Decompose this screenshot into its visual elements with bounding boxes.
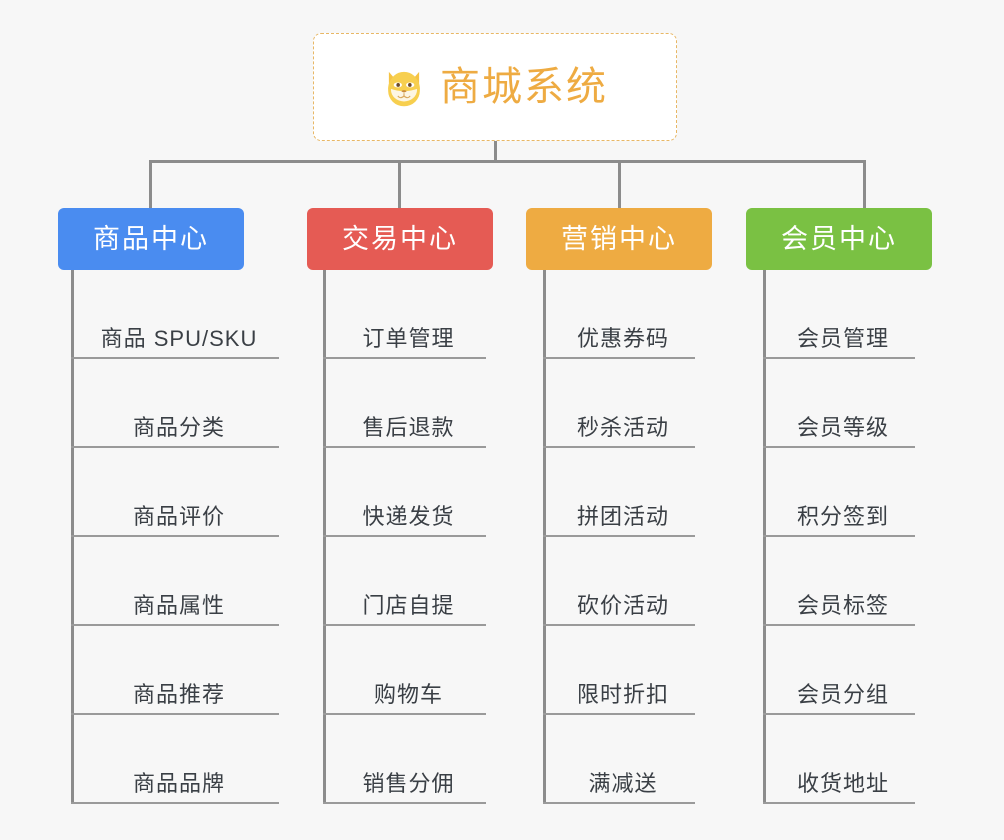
- leaf-list-member-center: 会员管理 会员等级 积分签到 会员标签 会员分组 收货地址: [763, 270, 915, 804]
- category-header-trade-center[interactable]: 交易中心: [307, 208, 493, 270]
- leaf-label: 商品分类: [132, 414, 225, 440]
- leaf-label: 砍价活动: [576, 592, 669, 618]
- leaf-label: 拼团活动: [576, 503, 669, 529]
- leaf-list-product-center: 商品 SPU/SKU 商品分类 商品评价 商品属性 商品推荐 商品品牌: [71, 270, 279, 804]
- leaf-label: 满减送: [588, 770, 658, 796]
- leaf-item[interactable]: 收货地址: [763, 715, 915, 804]
- connector-horizontal-bar: [149, 160, 866, 163]
- category-header-product-center[interactable]: 商品中心: [58, 208, 244, 270]
- connector-drop-2: [398, 160, 401, 208]
- category-label: 商品中心: [93, 223, 209, 254]
- leaf-label: 秒杀活动: [576, 414, 669, 440]
- root-node-shop-system[interactable]: 商城系统: [313, 33, 677, 141]
- leaf-label: 收货地址: [796, 770, 889, 796]
- leaf-item[interactable]: 秒杀活动: [543, 359, 695, 448]
- leaf-item[interactable]: 订单管理: [323, 270, 486, 359]
- leaf-label: 会员管理: [796, 325, 889, 351]
- leaf-item[interactable]: 会员分组: [763, 626, 915, 715]
- leaf-item[interactable]: 快递发货: [323, 448, 486, 537]
- leaf-label: 门店自提: [362, 592, 455, 618]
- leaf-label: 商品推荐: [132, 681, 225, 707]
- leaf-item[interactable]: 商品属性: [71, 537, 279, 626]
- category-header-member-center[interactable]: 会员中心: [746, 208, 932, 270]
- leaf-item[interactable]: 积分签到: [763, 448, 915, 537]
- leaf-item[interactable]: 满减送: [543, 715, 695, 804]
- category-label: 会员中心: [781, 223, 897, 254]
- category-label: 营销中心: [561, 223, 677, 254]
- category-label: 交易中心: [342, 223, 458, 254]
- leaf-label: 售后退款: [362, 414, 455, 440]
- root-title: 商城系统: [440, 65, 608, 109]
- leaf-label: 商品评价: [132, 503, 225, 529]
- leaf-item[interactable]: 销售分佣: [323, 715, 486, 804]
- leaf-label: 快递发货: [362, 503, 455, 529]
- category-header-marketing-center[interactable]: 营销中心: [526, 208, 712, 270]
- leaf-item[interactable]: 会员标签: [763, 537, 915, 626]
- connector-root-stem: [494, 141, 497, 162]
- leaf-item[interactable]: 限时折扣: [543, 626, 695, 715]
- connector-drop-3: [618, 160, 621, 208]
- leaf-label: 商品品牌: [132, 770, 225, 796]
- column-member-center: 会员中心: [746, 208, 932, 270]
- leaf-item[interactable]: 商品分类: [71, 359, 279, 448]
- leaf-list-marketing-center: 优惠券码 秒杀活动 拼团活动 砍价活动 限时折扣 满减送: [543, 270, 695, 804]
- column-product-center: 商品中心: [58, 208, 244, 270]
- leaf-item[interactable]: 砍价活动: [543, 537, 695, 626]
- connector-drop-4: [863, 160, 866, 208]
- leaf-list-trade-center: 订单管理 售后退款 快递发货 门店自提 购物车 销售分佣: [323, 270, 486, 804]
- leaf-item[interactable]: 会员管理: [763, 270, 915, 359]
- leaf-label: 商品属性: [132, 592, 225, 618]
- leaf-item[interactable]: 商品 SPU/SKU: [71, 270, 279, 359]
- leaf-label: 会员等级: [796, 414, 889, 440]
- leaf-label: 销售分佣: [362, 770, 455, 796]
- leaf-item[interactable]: 售后退款: [323, 359, 486, 448]
- leaf-item[interactable]: 购物车: [323, 626, 486, 715]
- leaf-label: 会员标签: [796, 592, 889, 618]
- leaf-item[interactable]: 优惠券码: [543, 270, 695, 359]
- leaf-label: 优惠券码: [576, 325, 669, 351]
- leaf-item[interactable]: 商品品牌: [71, 715, 279, 804]
- column-trade-center: 交易中心: [307, 208, 493, 270]
- leaf-item[interactable]: 会员等级: [763, 359, 915, 448]
- leaf-label: 积分签到: [796, 503, 889, 529]
- leaf-label: 商品 SPU/SKU: [100, 325, 258, 351]
- leaf-label: 订单管理: [362, 325, 455, 351]
- column-marketing-center: 营销中心: [526, 208, 712, 270]
- connector-drop-1: [149, 160, 152, 208]
- leaf-label: 限时折扣: [576, 681, 669, 707]
- leaf-item[interactable]: 商品评价: [71, 448, 279, 537]
- leaf-item[interactable]: 门店自提: [323, 537, 486, 626]
- shiba-dog-face-icon: [388, 71, 420, 107]
- leaf-label: 购物车: [373, 681, 443, 707]
- leaf-label: 会员分组: [796, 681, 889, 707]
- leaf-item[interactable]: 拼团活动: [543, 448, 695, 537]
- leaf-item[interactable]: 商品推荐: [71, 626, 279, 715]
